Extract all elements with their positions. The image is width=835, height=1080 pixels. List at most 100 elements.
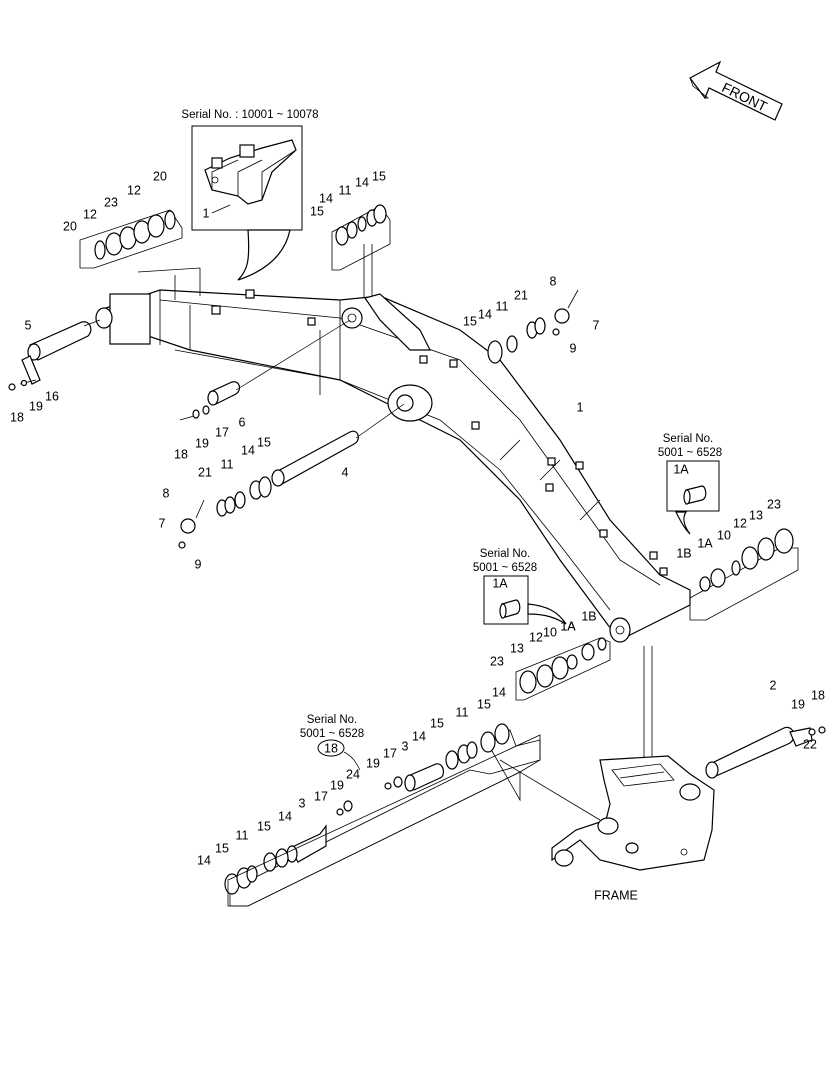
callout-label: 11 xyxy=(496,299,509,313)
callout-label: 11 xyxy=(221,457,234,471)
callout-label: 18 xyxy=(811,688,825,702)
callout-label: 1A xyxy=(697,536,713,550)
callout-label: 8 xyxy=(163,486,170,500)
callout-label: 14 xyxy=(478,307,492,321)
callout-label: 14 xyxy=(241,443,255,457)
callout-label: 7 xyxy=(593,318,600,332)
callout-label: 19 xyxy=(791,697,805,711)
callout-label: 12 xyxy=(127,183,141,197)
serial-center-line1: Serial No. xyxy=(480,548,531,560)
pin-2 xyxy=(705,726,826,779)
callout-label: 15 xyxy=(430,716,444,730)
callout-label: 23 xyxy=(490,654,504,668)
frame-bracket: FRAME xyxy=(551,755,715,902)
callout-label: 14 xyxy=(355,175,369,189)
callout-label: 15 xyxy=(477,697,491,711)
callout-label: 1 xyxy=(577,400,584,414)
callout-label: 8 xyxy=(550,274,557,288)
serial-center-inset-label: 1A xyxy=(492,576,508,590)
callout-label: 16 xyxy=(45,389,59,403)
serial-top-inset-label: 1 xyxy=(203,206,210,220)
callout-label: 1B xyxy=(676,546,691,560)
callout-label: 1A xyxy=(560,619,576,633)
serial-lower-line1: Serial No. xyxy=(307,714,358,726)
callout-label: 2 xyxy=(770,678,777,692)
serial-lower-oval xyxy=(317,739,345,757)
callout-label: 21 xyxy=(514,288,528,302)
callout-label: 24 xyxy=(346,767,360,781)
callout-label: 23 xyxy=(767,497,781,511)
callout-label: 18 xyxy=(174,447,188,461)
callout-label: 10 xyxy=(717,528,731,542)
callout-label: 17 xyxy=(383,746,397,760)
callout-label: 22 xyxy=(803,737,817,751)
washer-group-top-center xyxy=(331,204,391,300)
callout-label: 1A xyxy=(560,619,576,633)
callout-label: 14 xyxy=(278,809,292,823)
callout-label: 10 xyxy=(543,625,557,639)
serial-inset-right: Serial No. 5001 ~ 6528 1A xyxy=(658,433,722,535)
callout-label: 19 xyxy=(366,756,380,770)
callout-label: 12 xyxy=(83,207,97,221)
callout-label: 17 xyxy=(314,789,328,803)
callout-label: 15 xyxy=(463,314,477,328)
washer-group-top-left xyxy=(79,209,183,269)
callout-label: 15 xyxy=(257,435,271,449)
washer-group-right-lower xyxy=(689,528,799,621)
washer-group-left-lower xyxy=(178,476,272,549)
callout-label: 14 xyxy=(492,685,506,699)
callout-label: 11 xyxy=(456,705,469,719)
callout-label: 11 xyxy=(236,828,249,842)
boom-assembly xyxy=(95,267,691,643)
callout-label: 15 xyxy=(372,169,386,183)
serial-right-inset-label: 1A xyxy=(673,462,689,476)
washer-group-center-lower xyxy=(515,637,653,760)
serial-right-line1: Serial No. xyxy=(663,433,714,445)
serial-inset-lower: Serial No. 5001 ~ 6528 18 xyxy=(300,714,364,771)
serial-lower-line2: 5001 ~ 6528 xyxy=(300,728,364,740)
serial-right-line2: 5001 ~ 6528 xyxy=(658,447,722,459)
serial-lower-inset-label: 18 xyxy=(324,741,338,755)
serial-center-line2: 5001 ~ 6528 xyxy=(473,562,537,574)
callout-label: 19 xyxy=(330,778,344,792)
callout-label: 20 xyxy=(63,219,77,233)
callout-label: 19 xyxy=(195,436,209,450)
callout-label: 5 xyxy=(25,318,32,332)
pin-4 xyxy=(271,403,405,487)
callout-label: 15 xyxy=(257,819,271,833)
serial-inset-center: Serial No. 5001 ~ 6528 1A xyxy=(473,548,567,625)
callout-label: 15 xyxy=(215,841,229,855)
washer-group-lower-left xyxy=(224,734,601,907)
serial-top-text: Serial No. : 10001 ~ 10078 xyxy=(181,109,318,121)
callout-label: 1B xyxy=(581,609,596,623)
callout-label: 12 xyxy=(733,516,747,530)
callout-label: 14 xyxy=(197,853,211,867)
callout-label: 14 xyxy=(412,729,426,743)
callout-label: 15 xyxy=(310,204,324,218)
callout-label: 11 xyxy=(339,183,352,197)
pin-6 xyxy=(179,319,351,421)
callout-label: 6 xyxy=(239,415,246,429)
callout-label: 13 xyxy=(749,508,763,522)
callout-label: 7 xyxy=(159,516,166,530)
callout-label: 20 xyxy=(153,169,167,183)
callout-label: 3 xyxy=(299,796,306,810)
callout-label: 21 xyxy=(198,465,212,479)
callout-label: 9 xyxy=(195,557,202,571)
front-label: FRONT xyxy=(719,79,770,115)
serial-inset-top: Serial No. : 10001 ~ 10078 1 xyxy=(181,109,319,281)
callout-label: 18 xyxy=(10,410,24,424)
callout-label: 4 xyxy=(342,465,349,479)
callout-label: 17 xyxy=(215,425,229,439)
callout-label: 12 xyxy=(529,630,543,644)
pin-5 xyxy=(8,319,101,391)
callout-label: 13 xyxy=(510,641,524,655)
washer-group-right-upper xyxy=(487,289,579,364)
front-arrow-icon: FRONT xyxy=(689,60,783,121)
callout-label: 19 xyxy=(29,399,43,413)
frame-label: FRAME xyxy=(594,888,638,902)
callout-label: 14 xyxy=(319,191,333,205)
